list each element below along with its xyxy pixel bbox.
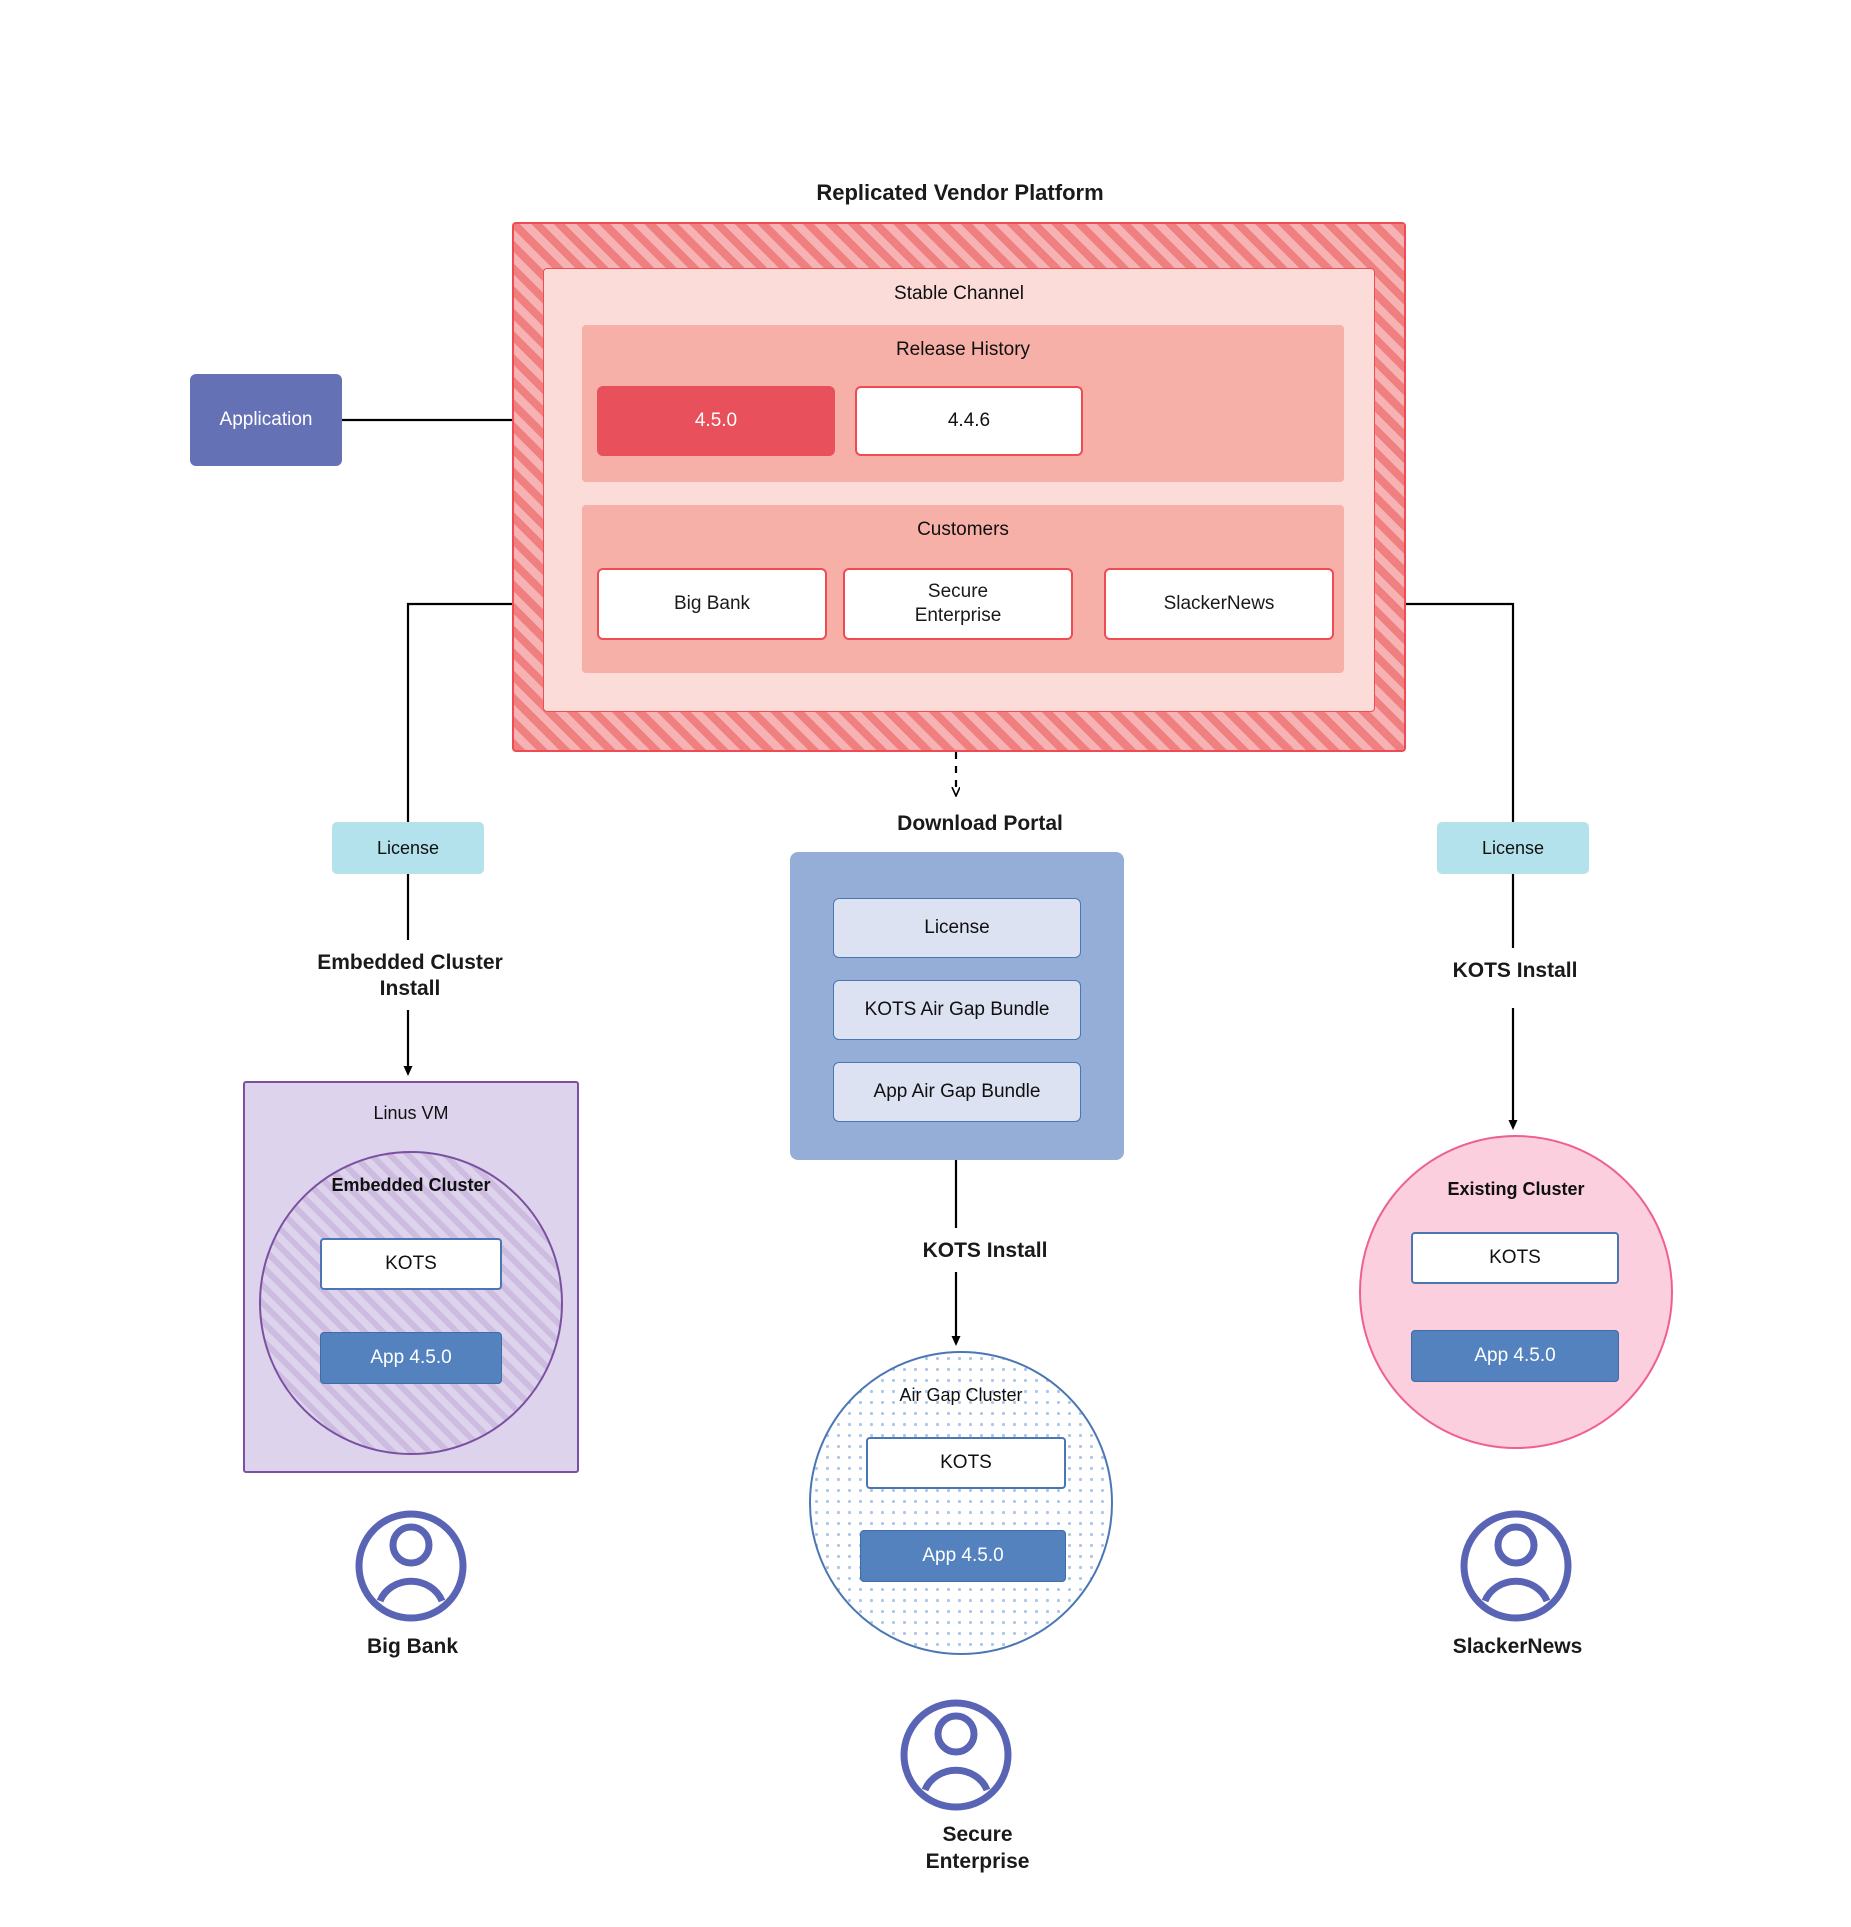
persona-label-secure-enterprise: Secure Enterprise [925, 1823, 1030, 1873]
kots-box-existing[interactable]: KOTS [1411, 1232, 1619, 1284]
kots-box-airgap[interactable]: KOTS [866, 1437, 1066, 1489]
avatar-big-bank [355, 1510, 467, 1622]
avatar-secure-enterprise [900, 1699, 1012, 1811]
persona-label-slackernews: SlackerNews [1452, 1635, 1583, 1658]
linux-vm-title: Linus VM [373, 1103, 449, 1123]
portal-item-app-air-gap-bundle[interactable]: App Air Gap Bundle [833, 1062, 1081, 1122]
install-label-embedded-cluster: Embedded Cluster Install [317, 951, 503, 1001]
embedded-cluster-title: Embedded Cluster [331, 1175, 491, 1195]
portal-item-kots-air-gap-bundle[interactable]: KOTS Air Gap Bundle [833, 980, 1081, 1040]
customers-title: Customers [917, 519, 1009, 540]
install-label-kots-middle: KOTS Install [922, 1239, 1048, 1262]
app-box-airgap[interactable]: App 4.5.0 [860, 1530, 1066, 1582]
app-box-embedded[interactable]: App 4.5.0 [320, 1332, 502, 1384]
install-label-kots-right: KOTS Install [1452, 959, 1578, 982]
existing-cluster-title: Existing Cluster [1447, 1179, 1585, 1199]
customer-big-bank[interactable]: Big Bank [597, 568, 827, 640]
release-chip-current[interactable]: 4.5.0 [597, 386, 835, 456]
air-gap-cluster-title: Air Gap Cluster [899, 1385, 1023, 1405]
air-gap-cluster-circle: Air Gap Cluster [809, 1351, 1113, 1655]
app-box-existing[interactable]: App 4.5.0 [1411, 1330, 1619, 1382]
portal-item-license[interactable]: License [833, 898, 1081, 958]
license-chip-left[interactable]: License [332, 822, 484, 874]
page-title: Replicated Vendor Platform [816, 180, 1104, 205]
persona-label-big-bank: Big Bank [366, 1635, 458, 1658]
application-box[interactable]: Application [190, 374, 342, 466]
release-chip-previous[interactable]: 4.4.6 [855, 386, 1083, 456]
release-history-title: Release History [895, 339, 1031, 360]
customer-slackernews[interactable]: SlackerNews [1104, 568, 1334, 640]
stable-channel-title: Stable Channel [894, 283, 1024, 304]
kots-box-embedded[interactable]: KOTS [320, 1238, 502, 1290]
existing-cluster-circle: Existing Cluster [1359, 1135, 1673, 1449]
customer-secure-enterprise[interactable]: Secure Enterprise [843, 568, 1073, 640]
download-portal-title: Download Portal [897, 812, 1063, 835]
embedded-cluster-circle: Embedded Cluster [259, 1151, 563, 1455]
avatar-slackernews [1460, 1510, 1572, 1622]
license-chip-right[interactable]: License [1437, 822, 1589, 874]
